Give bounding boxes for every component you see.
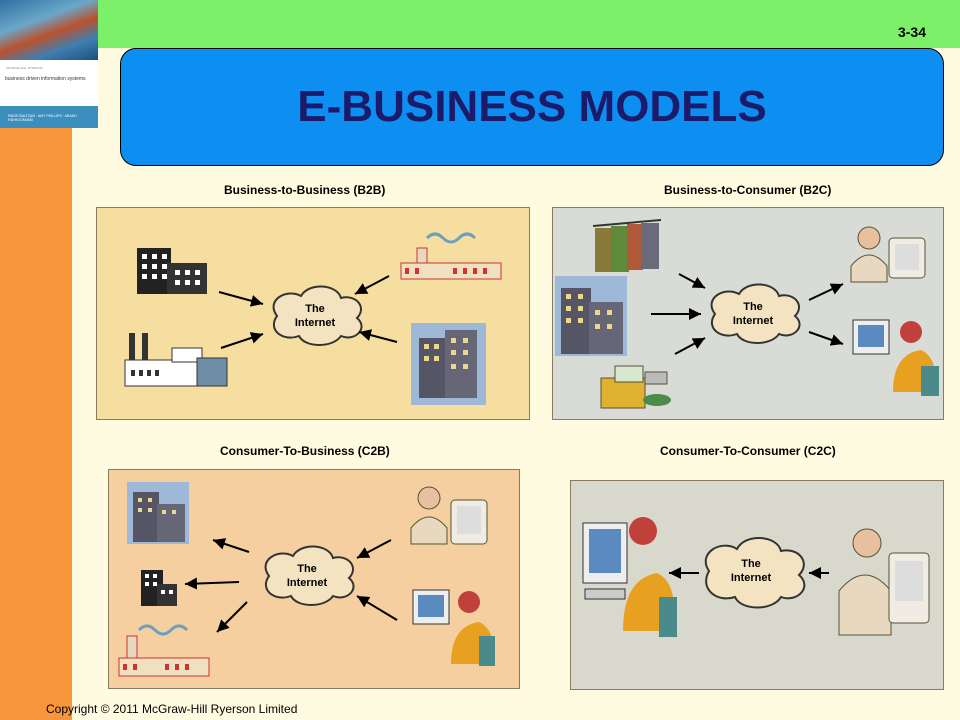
- internet-cloud-icon: The Internet: [272, 285, 363, 346]
- cloud-text-line2: Internet: [733, 315, 774, 327]
- cloud-text-line1: The: [297, 563, 317, 575]
- c2b-diagram: The Internet: [108, 469, 520, 689]
- city-building-icon: [127, 482, 189, 544]
- cover-title: business driven information systems: [5, 76, 86, 82]
- top-bar: [98, 0, 960, 48]
- cover-series: MCGRAW-HILL RYERSON: [6, 66, 43, 70]
- cover-authors: PAIGE BALTZAN · AMY PHILLIPS · ARASH FAR…: [8, 114, 77, 122]
- cloud-text-line2: Internet: [287, 577, 328, 589]
- c2c-label: Consumer-To-Consumer (C2C): [660, 444, 836, 458]
- book-cover-image: MCGRAW-HILL RYERSON business driven info…: [0, 0, 98, 128]
- arrows: [218, 275, 398, 349]
- city-building-icon: [555, 276, 627, 356]
- arrows: [651, 273, 844, 355]
- b2c-diagram: The Internet: [552, 207, 944, 420]
- internet-cloud-icon: The Internet: [264, 545, 355, 606]
- office-building-icon: [137, 248, 207, 294]
- c2b-label: Consumer-To-Business (C2B): [220, 444, 390, 458]
- slide-number: 3-34: [897, 24, 926, 40]
- copyright-text: Copyright © 2011 McGraw-Hill Ryerson Lim…: [46, 702, 298, 716]
- shopping-items-icon: [600, 365, 671, 409]
- city-building-icon: [411, 323, 486, 405]
- cloud-text-line2: Internet: [295, 317, 336, 329]
- businessman-computer-icon: [410, 486, 488, 545]
- clothing-rack-icon: [592, 219, 662, 272]
- cover-photo: [0, 0, 98, 60]
- cloud-text-line1: The: [743, 301, 763, 313]
- woman-computer-icon: [412, 589, 495, 666]
- arrows: [184, 538, 398, 633]
- c2c-diagram: The Internet: [570, 480, 944, 690]
- cloud-text-line1: The: [741, 558, 761, 570]
- businessman-computer-icon: [850, 226, 926, 283]
- page-title: E-BUSINESS MODELS: [297, 82, 767, 131]
- woman-computer-icon: [852, 319, 939, 396]
- factory-red-icon: [118, 624, 210, 677]
- cover-band: [0, 106, 98, 128]
- internet-cloud-icon: The Internet: [710, 283, 801, 344]
- left-bar: [0, 128, 72, 720]
- b2b-label: Business-to-Business (B2B): [224, 183, 386, 197]
- b2c-label: Business-to-Consumer (B2C): [664, 183, 832, 197]
- cloud-text-line1: The: [305, 303, 325, 315]
- office-building-icon: [141, 570, 177, 606]
- cloud-text-line2: Internet: [731, 572, 772, 584]
- businessman-computer-icon: [838, 528, 930, 636]
- factory-red-icon: [400, 232, 502, 280]
- internet-cloud-icon: The Internet: [704, 536, 806, 609]
- factory-icon: [124, 333, 228, 387]
- title-box: E-BUSINESS MODELS: [120, 48, 944, 166]
- b2b-diagram: The Internet: [96, 207, 530, 420]
- woman-computer-icon: [582, 517, 677, 637]
